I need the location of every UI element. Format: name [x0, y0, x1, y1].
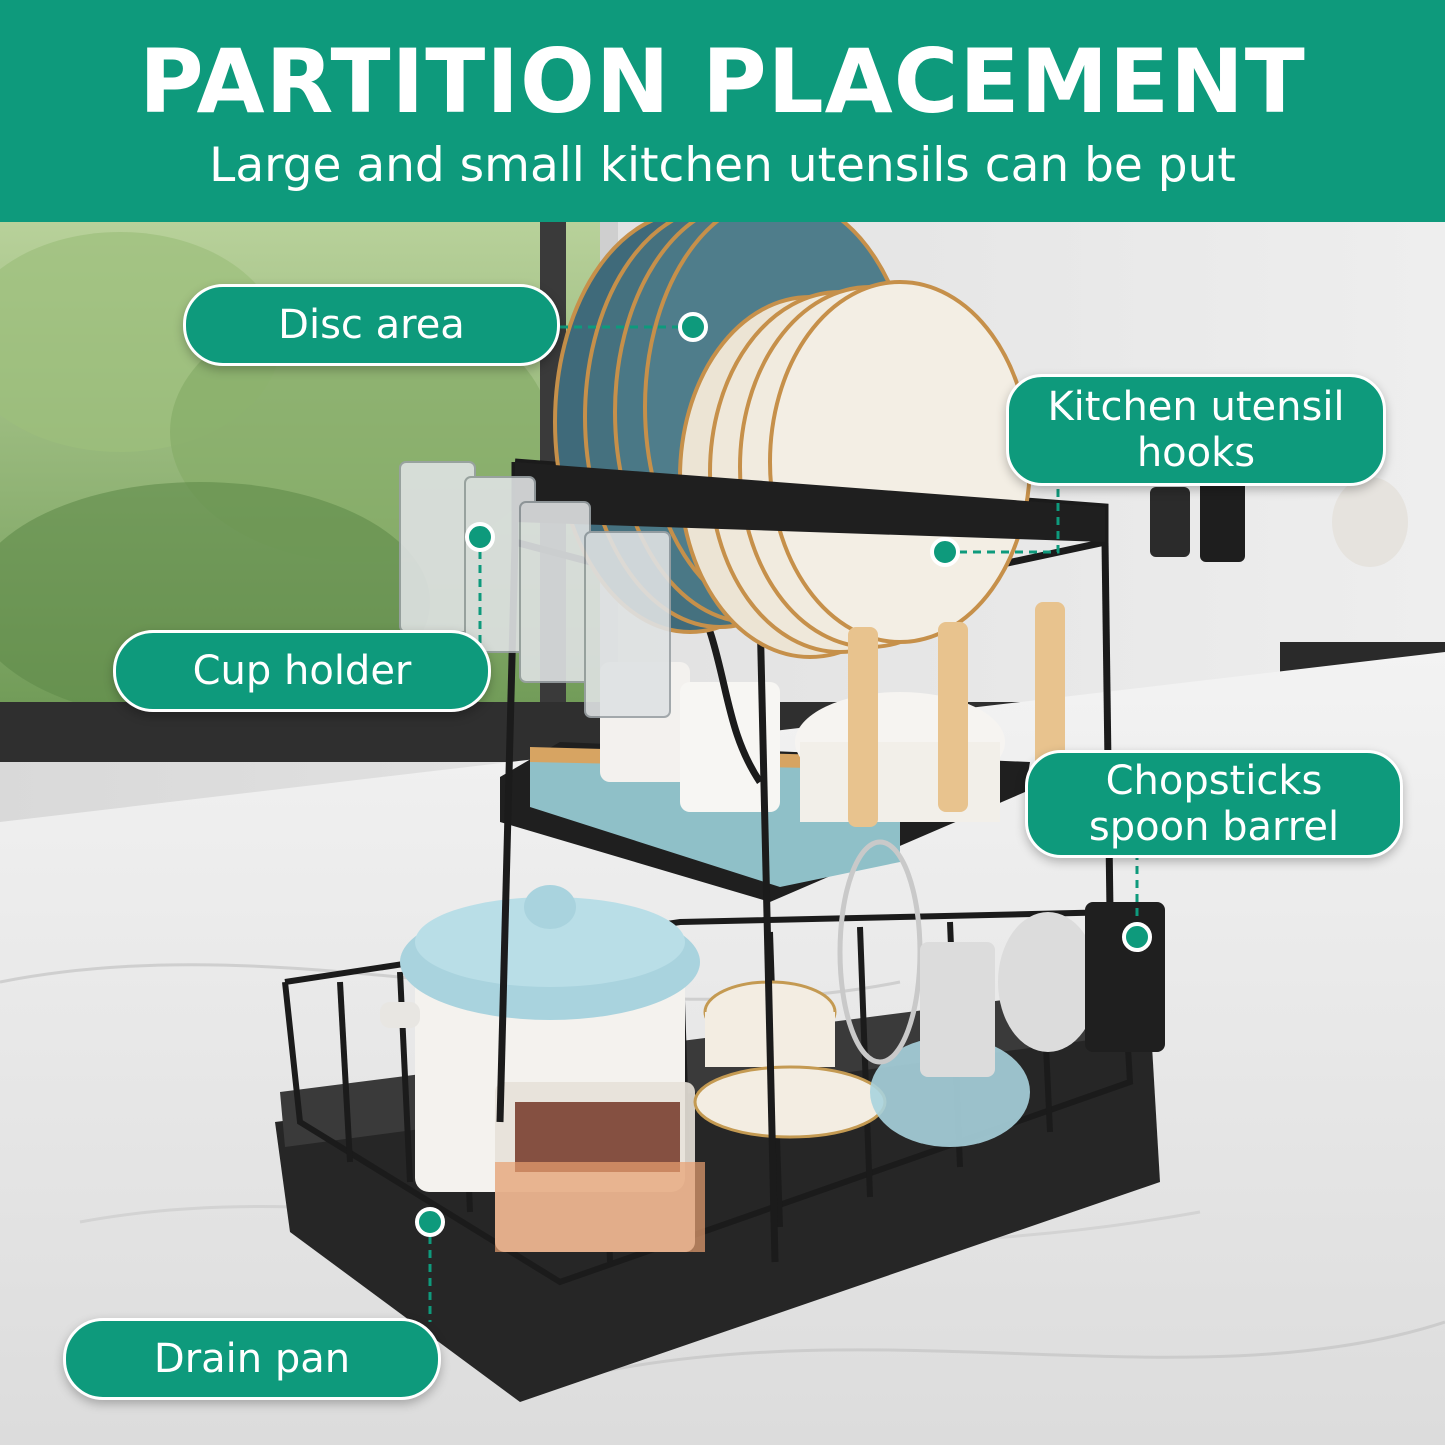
food-container: [495, 1082, 705, 1252]
page-title: PARTITION PLACEMENT: [139, 30, 1306, 133]
plates-cream: [678, 280, 1032, 659]
utensil-barrel: [1085, 902, 1165, 1052]
callout-drain-pan: Drain pan: [63, 1318, 441, 1400]
callout-cup-holder-text: Cup holder: [192, 648, 412, 694]
callout-chopsticks-spoon-barrel: Chopsticks spoon barrel: [1025, 750, 1403, 858]
callout-kitchen-utensil-hooks: Kitchen utensil hooks: [1006, 374, 1386, 486]
callout-chopsticks-spoon-barrel-text: Chopsticks spoon barrel: [1088, 758, 1340, 850]
header-banner: PARTITION PLACEMENT Large and small kitc…: [0, 0, 1445, 222]
callout-disc-area: Disc area: [183, 284, 560, 366]
page-subtitle: Large and small kitchen utensils can be …: [209, 138, 1236, 193]
glasses: [399, 461, 671, 718]
callout-drain-pan-text: Drain pan: [153, 1336, 351, 1382]
callout-cup-holder: Cup holder: [113, 630, 491, 712]
callout-kitchen-utensil-hooks-text: Kitchen utensil hooks: [1047, 384, 1345, 476]
callout-dots: [415, 312, 1152, 1237]
callout-disc-area-text: Disc area: [278, 302, 465, 348]
rack-top-bar: [515, 462, 1105, 542]
